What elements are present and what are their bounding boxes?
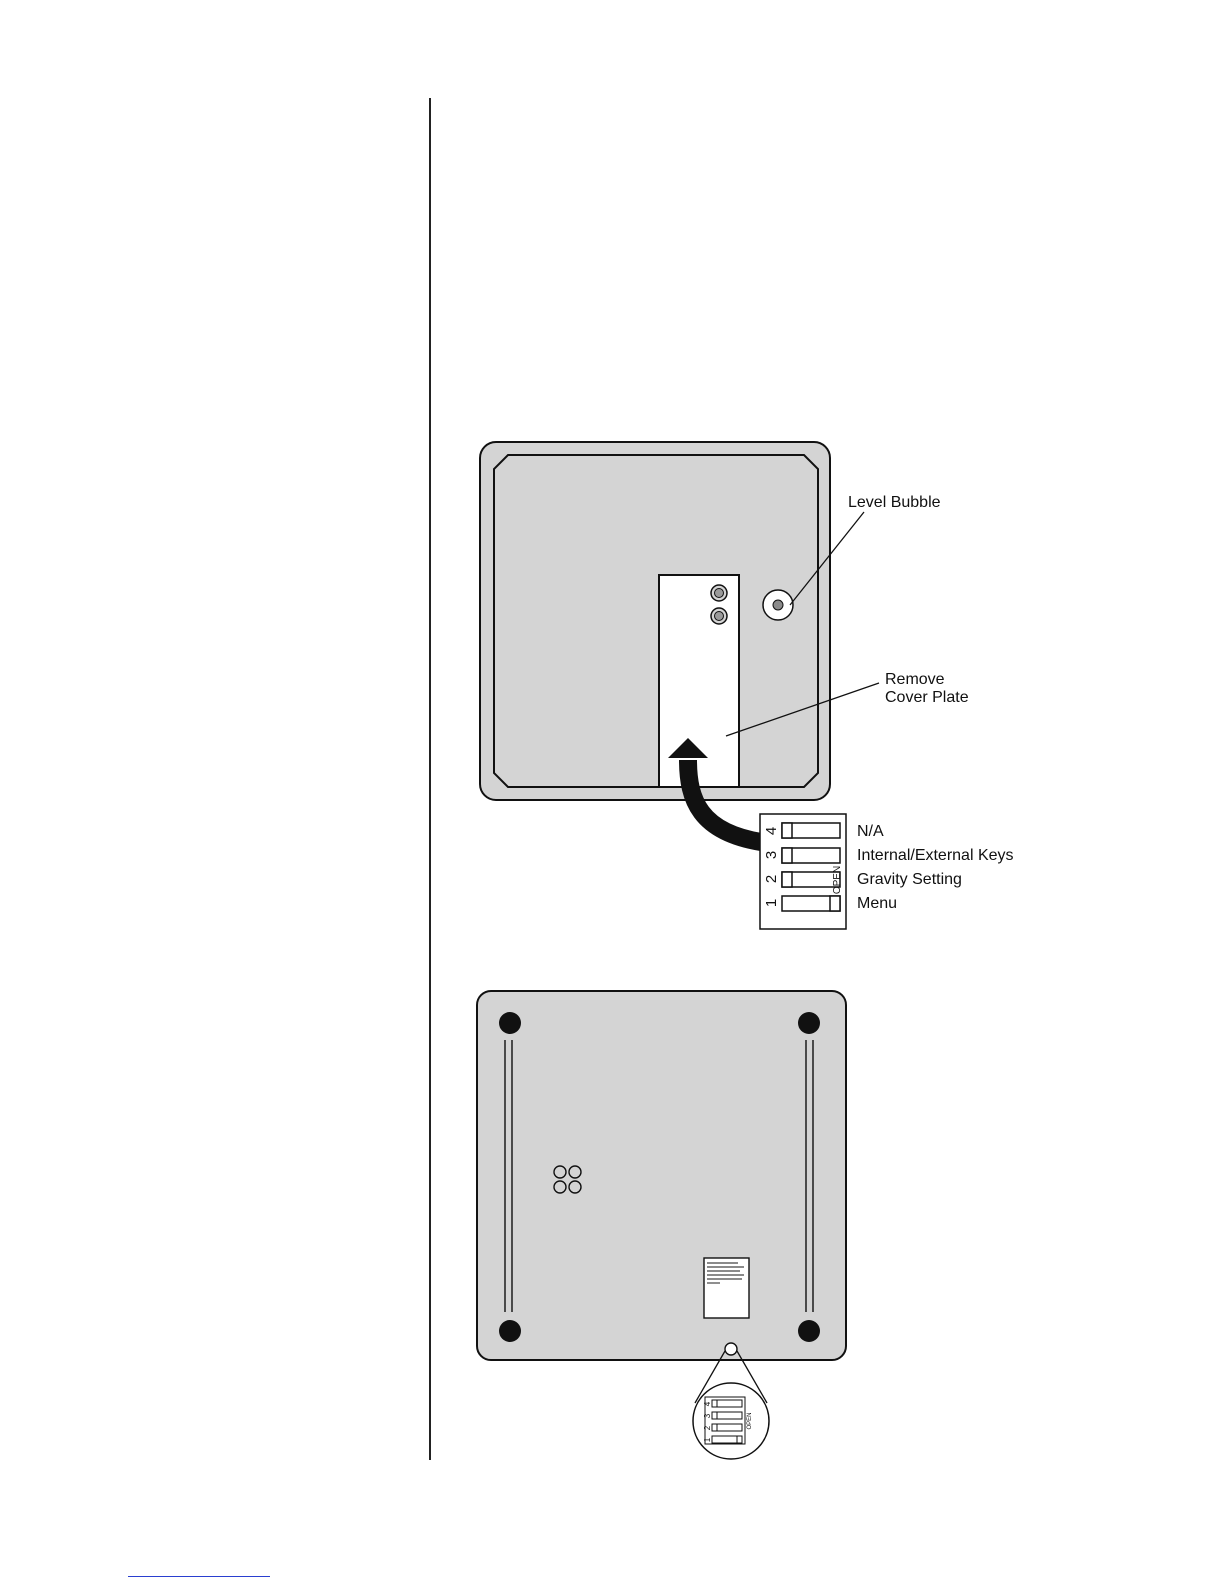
dip-switch-number-3: 3 — [763, 851, 780, 859]
mini-switch-number-1: 1 — [703, 1437, 712, 1442]
device-top-view — [480, 442, 830, 800]
dip-switch-label-3: Internal/External Keys — [857, 846, 1014, 865]
screw-icon — [711, 608, 727, 624]
rubber-foot-icon — [798, 1012, 820, 1034]
level-bubble-label: Level Bubble — [848, 493, 941, 512]
dip-switch-label-1: Menu — [857, 894, 897, 913]
mini-switch-number-2: 2 — [703, 1425, 712, 1430]
mini-switch-number-4: 4 — [703, 1401, 712, 1406]
product-label-sticker — [704, 1258, 749, 1318]
level-bubble — [763, 590, 793, 620]
rubber-foot-icon — [798, 1320, 820, 1342]
rubber-foot-icon — [499, 1012, 521, 1034]
mini-open-label: OPEN — [747, 1412, 753, 1429]
dip-switch-number-4: 4 — [763, 827, 780, 835]
footer-link-underline[interactable] — [128, 1576, 270, 1577]
dip-switch-number-2: 2 — [763, 875, 780, 883]
rubber-foot-icon — [499, 1320, 521, 1342]
dip-access-hole — [725, 1343, 737, 1355]
device-bottom-view — [477, 991, 846, 1360]
dip-switch-label-2: Gravity Setting — [857, 870, 962, 889]
cover-plate-label-line1: Remove — [885, 670, 945, 689]
screw-icon — [711, 585, 727, 601]
cover-plate-label-line2: Cover Plate — [885, 688, 969, 707]
dip-switch-number-1: 1 — [763, 899, 780, 907]
mini-switch-number-3: 3 — [703, 1413, 712, 1418]
dip-switch-label-4: N/A — [857, 822, 884, 841]
dip-open-label: OPEN — [832, 866, 843, 894]
